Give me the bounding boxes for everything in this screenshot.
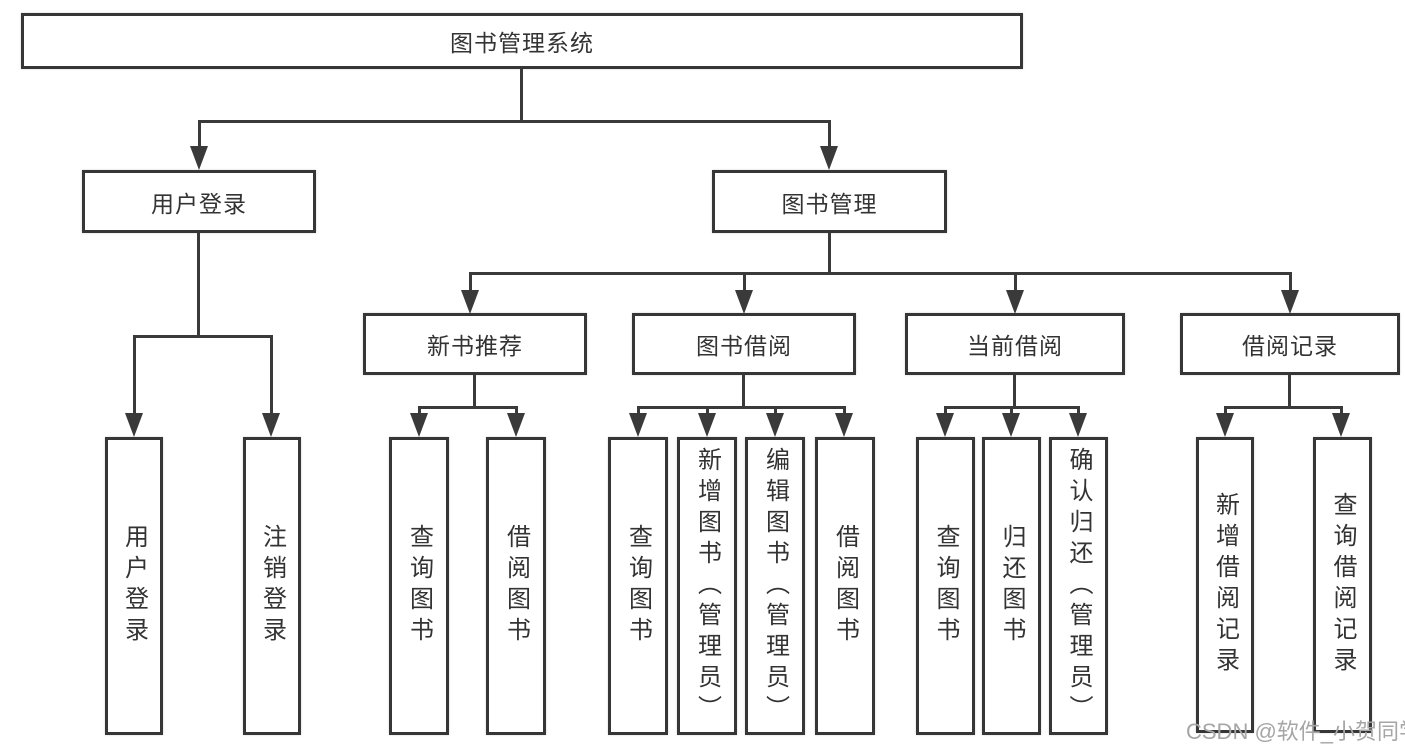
arrowhead-down-icon bbox=[766, 413, 784, 437]
leaf-borrow-borrow: 借阅图书 bbox=[815, 437, 875, 735]
connector-newbook-leaf1-drop bbox=[418, 406, 421, 416]
arrowhead-down-icon bbox=[936, 413, 954, 437]
arrowhead-down-icon bbox=[629, 413, 647, 437]
connector-mgmt-drop bbox=[828, 120, 831, 148]
connector-mgmt-split bbox=[469, 272, 1292, 275]
node-book-borrow: 图书借阅 bbox=[632, 313, 856, 375]
arrowhead-down-icon bbox=[262, 413, 280, 437]
connector-current-leaf3-drop bbox=[1077, 406, 1080, 416]
arrowhead-down-icon bbox=[735, 290, 753, 314]
arrowhead-down-icon bbox=[1281, 290, 1299, 314]
connector-root-stem bbox=[520, 69, 523, 120]
connector-record-split bbox=[1224, 406, 1343, 409]
node-new-book-rec-label: 新书推荐 bbox=[427, 333, 523, 359]
arrowhead-down-icon bbox=[461, 290, 479, 314]
leaf-borrow-add-admin: 新增图书（管理员） bbox=[677, 437, 737, 735]
connector-newbook-leaf2-drop bbox=[515, 406, 518, 416]
leaf-user-login: 用户登录 bbox=[105, 437, 163, 735]
arrowhead-down-icon bbox=[698, 413, 716, 437]
node-current-borrow: 当前借阅 bbox=[905, 313, 1125, 375]
connector-newbook-split bbox=[418, 406, 518, 409]
arrowhead-down-icon bbox=[190, 146, 208, 170]
leaf-newbook-borrow-label: 借阅图书 bbox=[502, 524, 530, 648]
leaf-user-login-label: 用户登录 bbox=[120, 524, 148, 648]
leaf-borrow-add-admin-label: 新增图书（管理员） bbox=[693, 446, 721, 726]
leaf-current-return-label: 归还图书 bbox=[998, 524, 1025, 648]
connector-newbook-drop bbox=[469, 272, 472, 291]
connector-borrow-stem bbox=[742, 375, 745, 406]
leaf-borrow-edit-admin: 编辑图书（管理员） bbox=[745, 437, 805, 735]
leaf-record-query: 查询借阅记录 bbox=[1313, 437, 1372, 733]
connector-mgmt-stem bbox=[828, 233, 831, 272]
connector-current-leaf1-drop bbox=[944, 406, 947, 416]
leaf-newbook-query: 查询图书 bbox=[389, 437, 449, 735]
node-user-login: 用户登录 bbox=[82, 170, 316, 233]
leaf-record-add-label: 新增借阅记录 bbox=[1211, 492, 1239, 678]
leaf-record-add: 新增借阅记录 bbox=[1196, 437, 1254, 733]
connector-borrow-leaf3-drop bbox=[774, 406, 777, 416]
connector-login-leaf1-drop bbox=[133, 335, 136, 415]
watermark: CSDN @软件_小贺同学 bbox=[1186, 719, 1405, 744]
node-book-mgmt: 图书管理 bbox=[712, 170, 947, 233]
connector-login-split bbox=[133, 335, 273, 338]
arrowhead-down-icon bbox=[125, 413, 143, 437]
leaf-borrow-edit-admin-label: 编辑图书（管理员） bbox=[761, 446, 789, 726]
leaf-logout: 注销登录 bbox=[243, 437, 301, 735]
leaf-newbook-borrow: 借阅图书 bbox=[486, 437, 546, 735]
node-user-login-label: 用户登录 bbox=[151, 190, 247, 217]
arrowhead-down-icon bbox=[820, 146, 838, 170]
connector-login-stem bbox=[197, 233, 200, 335]
node-book-borrow-label: 图书借阅 bbox=[696, 333, 792, 359]
node-root-label: 图书管理系统 bbox=[450, 30, 594, 56]
node-borrow-record: 借阅记录 bbox=[1180, 313, 1400, 375]
connector-borrow-leaf4-drop bbox=[843, 406, 846, 416]
arrowhead-down-icon bbox=[410, 413, 428, 437]
leaf-newbook-query-label: 查询图书 bbox=[405, 524, 433, 648]
node-new-book-rec: 新书推荐 bbox=[363, 313, 587, 375]
connector-record-leaf1-drop bbox=[1224, 406, 1227, 416]
connector-borrow-split bbox=[637, 406, 846, 409]
leaf-current-query: 查询图书 bbox=[916, 437, 975, 735]
connector-record-stem bbox=[1288, 375, 1291, 406]
node-current-borrow-label: 当前借阅 bbox=[967, 333, 1063, 359]
connector-borrow-drop bbox=[743, 272, 746, 291]
connector-login-drop bbox=[198, 120, 201, 148]
leaf-current-confirm-admin-label: 确认归还（管理员） bbox=[1065, 446, 1092, 726]
connector-login-leaf2-drop bbox=[270, 335, 273, 415]
arrowhead-down-icon bbox=[1332, 413, 1350, 437]
connector-borrow-leaf1-drop bbox=[637, 406, 640, 416]
node-book-mgmt-label: 图书管理 bbox=[781, 190, 878, 217]
leaf-borrow-query-label: 查询图书 bbox=[624, 524, 652, 648]
leaf-record-query-label: 查询借阅记录 bbox=[1329, 492, 1356, 678]
connector-current-stem bbox=[1013, 375, 1016, 406]
leaf-logout-label: 注销登录 bbox=[258, 524, 286, 648]
leaf-current-confirm-admin: 确认归还（管理员） bbox=[1049, 437, 1108, 735]
arrowhead-down-icon bbox=[1002, 413, 1020, 437]
connector-current-drop bbox=[1014, 272, 1017, 291]
connector-borrow-leaf2-drop bbox=[706, 406, 709, 416]
connector-record-drop bbox=[1289, 272, 1292, 291]
connector-newbook-stem bbox=[473, 375, 476, 406]
leaf-borrow-query: 查询图书 bbox=[608, 437, 668, 735]
leaf-borrow-borrow-label: 借阅图书 bbox=[831, 524, 859, 648]
arrowhead-down-icon bbox=[1069, 413, 1087, 437]
arrowhead-down-icon bbox=[835, 413, 853, 437]
arrowhead-down-icon bbox=[1006, 290, 1024, 314]
connector-current-leaf2-drop bbox=[1010, 406, 1013, 416]
connector-root-split bbox=[198, 120, 831, 123]
connector-record-leaf2-drop bbox=[1340, 406, 1343, 416]
leaf-current-query-label: 查询图书 bbox=[932, 524, 959, 648]
arrowhead-down-icon bbox=[1216, 413, 1234, 437]
leaf-current-return: 归还图书 bbox=[982, 437, 1041, 735]
node-root: 图书管理系统 bbox=[21, 13, 1023, 69]
node-borrow-record-label: 借阅记录 bbox=[1242, 333, 1338, 359]
arrowhead-down-icon bbox=[507, 413, 525, 437]
